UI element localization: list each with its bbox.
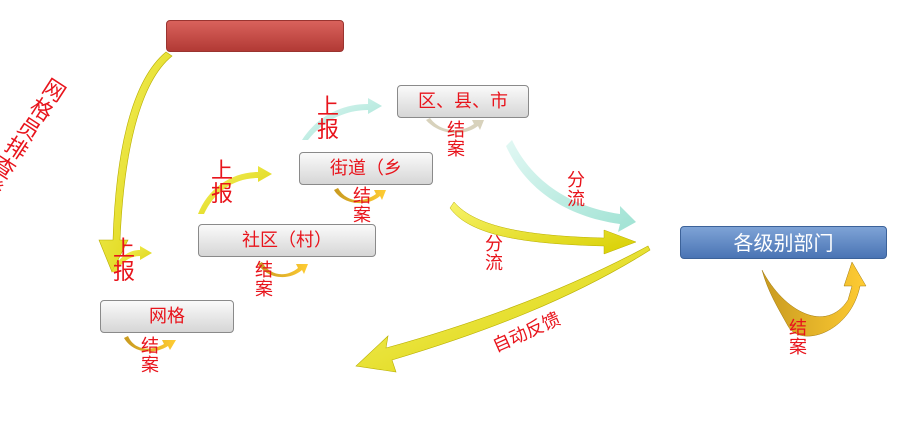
node-departments: 各级别部门 (680, 226, 887, 259)
label-report-grid: 上报 (112, 237, 135, 286)
node-community: 社区（村） (198, 224, 376, 257)
close-curl-district (426, 118, 484, 134)
node-district: 区、县、市 (397, 85, 529, 118)
label-close-district: 结案 (447, 120, 465, 160)
report-arrow-community (198, 166, 272, 214)
label-close-community: 结案 (255, 260, 273, 300)
close-curl-grid (124, 336, 176, 352)
close-curl-departments (761, 261, 867, 337)
report-arrow-street (302, 98, 382, 140)
label-close-grid: 结案 (141, 336, 159, 376)
label-report-community: 上报 (210, 159, 233, 208)
node-street: 街道（乡 (299, 152, 433, 185)
label-close-departments: 结案 (789, 318, 807, 358)
close-curl-street (334, 188, 386, 204)
label-divert-street: 分流 (485, 234, 503, 274)
register-arrow (98, 51, 173, 273)
label-report-street: 上报 (316, 95, 339, 144)
top-source-box (166, 20, 344, 52)
divert-arrow-district (506, 140, 636, 232)
label-close-street: 结案 (353, 186, 371, 226)
feedback-arrow (355, 245, 651, 373)
label-divert-district: 分流 (567, 170, 585, 210)
report-arrow-grid (112, 246, 152, 272)
close-curl-community (258, 262, 308, 278)
divert-arrow-street (449, 201, 637, 255)
node-grid: 网格 (100, 300, 234, 333)
